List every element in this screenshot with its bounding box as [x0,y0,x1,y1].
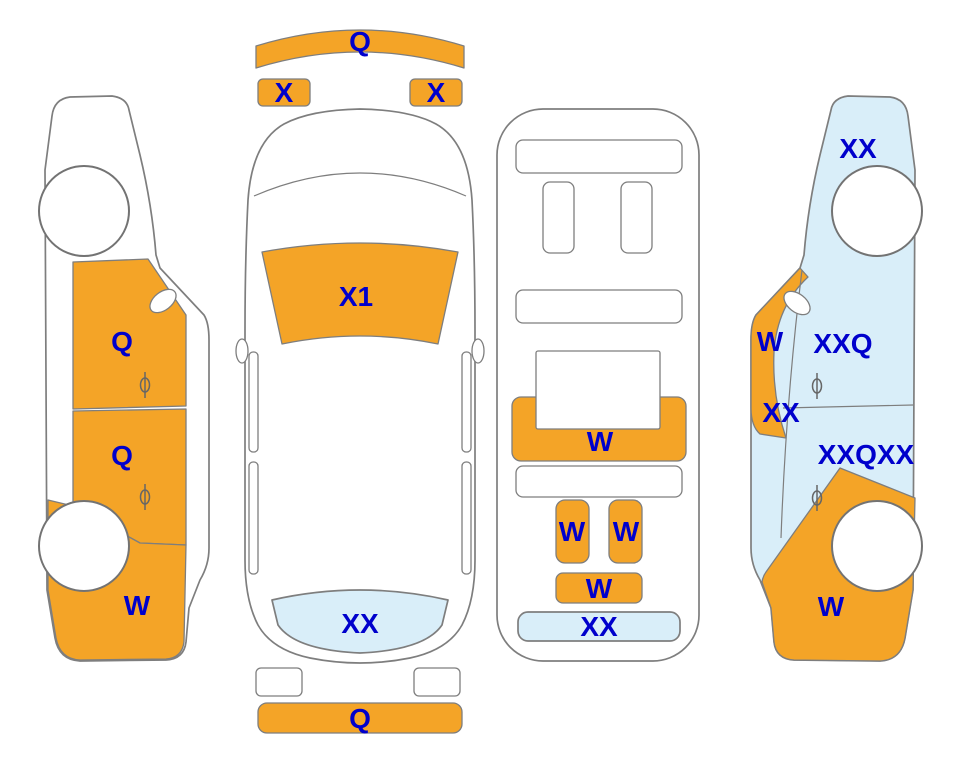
top-car-body [244,108,476,664]
top-right-mirror [471,338,485,364]
underbody-front-rail-right [620,181,653,254]
left-mirror [149,288,177,314]
right-mirror [783,290,811,316]
underbody-rear-member-label: W [586,573,613,604]
top-rear-bumper-strip [257,702,463,734]
left-rear-door-handle-icon [139,484,151,510]
top-windshield-label: X1 [339,281,373,312]
underbody-seat-right-label: W [613,516,640,547]
left-rear-door-label: Q [111,440,133,471]
top-front-bumper-strip [255,29,465,69]
top-front-corner-left [257,78,311,107]
underbody-view: W W W W XX [496,108,700,662]
underbody-front-rail-left [542,181,575,254]
right-front-door-label: XXQ [813,328,872,359]
top-hood-seam [253,172,467,197]
underbody-seat-rail-right [608,499,643,564]
underbody-rear-cross-member-upper [515,465,683,498]
underbody-rear-panel [517,611,681,642]
underbody-seat-rail-left [555,499,590,564]
right-side-view: XX W XXQ XX XXQXX W [750,95,923,662]
top-right-window-rear [461,461,472,575]
left-side-view: Q Q W [38,95,210,662]
top-left-window-front [248,351,259,453]
top-right-window-front [461,351,472,453]
underbody-mid-cross-member [515,289,683,324]
top-rear-window-label: XX [341,608,379,639]
top-left-window-rear [248,461,259,575]
underbody-rear-member-panel [555,572,643,604]
underbody-front-cross-member [515,139,683,174]
top-rear-window-panel [271,589,449,654]
right-rear-door-label: XXQXX [818,439,915,470]
underbody-center-plate [535,350,661,430]
top-front-corner-left-label: X [275,77,294,108]
left-rear-wheel [38,500,130,592]
top-front-corner-right-label: X [427,77,446,108]
underbody-rear-panel-label: XX [580,611,618,642]
right-front-door-handle-icon [811,373,823,399]
right-rear-wheel [831,500,923,592]
right-rear-fender-label: W [818,591,845,622]
top-view: Q X X X1 XX Q [235,26,485,734]
right-front-rocker-label: XX [762,397,800,428]
right-front-wheel [831,165,923,257]
left-rear-fender-label: W [124,590,151,621]
top-windshield-panel [261,242,459,345]
top-front-corner-right [409,78,463,107]
top-left-mirror [235,338,249,364]
underbody-seat-left-label: W [559,516,586,547]
top-tail-light-right [413,667,461,697]
right-front-pillar-label: XX [839,133,877,164]
top-front-bumper-label: Q [349,26,371,57]
left-front-door-handle-icon [139,372,151,398]
right-rear-door-handle-icon [811,485,823,511]
underbody-center-floor-label: W [587,426,614,457]
right-door-seam [782,404,914,409]
left-front-door-label: Q [111,326,133,357]
right-front-fender-label: W [757,326,784,357]
left-front-wheel [38,165,130,257]
top-tail-light-left [255,667,303,697]
top-rear-bumper-label: Q [349,703,371,734]
